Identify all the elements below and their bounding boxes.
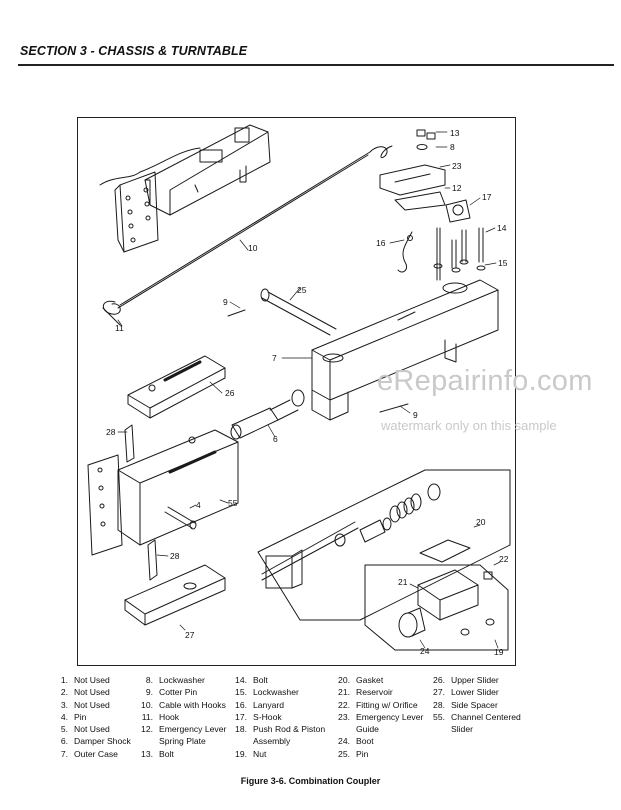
- legend-item: 6.Damper Shock: [60, 736, 131, 747]
- callout-55: 55: [228, 498, 238, 508]
- callout-10: 10: [248, 243, 258, 253]
- watermark-sub: watermark only on this sample: [381, 418, 557, 433]
- legend-item: 5.Not Used: [60, 724, 110, 735]
- legend-item: 23.Emergency Lever: [338, 711, 424, 722]
- outer-case: [311, 279, 499, 421]
- callout-17: 17: [482, 192, 492, 202]
- legend-item: 25.Pin: [338, 748, 369, 759]
- legend-item: 13.Bolt: [141, 748, 174, 759]
- callout-6: 6: [273, 434, 278, 444]
- legend-item: 19.Nut: [235, 748, 267, 759]
- callout-9-top: 9: [223, 297, 228, 307]
- reservoir-assembly: [364, 539, 509, 651]
- legend-item: 7.Outer Case: [60, 748, 118, 759]
- legend-item: 15.Lockwasher: [235, 687, 299, 698]
- legend-item: 28.Side Spacer: [433, 699, 498, 710]
- legend-item: 24.Boot: [338, 736, 374, 747]
- callout-15: 15: [498, 258, 508, 268]
- legend-item: 8.Lockwasher: [145, 675, 205, 685]
- legend-item: 21.Reservoir: [338, 687, 393, 698]
- callout-20: 20: [476, 517, 486, 527]
- channel-slider: [87, 429, 239, 556]
- legend-item: 12.Emergency Lever: [141, 724, 227, 735]
- legend-item: 22.Fitting w/ Orifice: [338, 699, 418, 710]
- callout-12: 12: [452, 183, 462, 193]
- legend-item-continued: Spring Plate: [159, 736, 206, 747]
- legend-item: 1.Not Used: [60, 675, 110, 685]
- legend-item: 11.Hook: [141, 711, 180, 722]
- legend-item: 3.Not Used: [60, 699, 110, 710]
- legend-column-2: 8.Lockwasher 9.Cotter Pin 10.Cable with …: [140, 674, 226, 760]
- legend-item: 9.Cotter Pin: [145, 687, 198, 698]
- cable-with-hooks: [102, 145, 393, 326]
- legend-item-continued: Guide: [356, 724, 379, 735]
- tow-bracket-assembly: [99, 124, 271, 253]
- callout-22: 22: [499, 554, 509, 564]
- watermark-main: eRepairinfo.com: [377, 365, 593, 397]
- legend-item-continued: Assembly: [253, 736, 291, 747]
- callout-7: 7: [272, 353, 277, 363]
- callout-14: 14: [497, 223, 507, 233]
- legend-item: 2.Not Used: [60, 687, 110, 698]
- push-rod-assembly: [257, 469, 511, 621]
- legend-item: 14.Bolt: [235, 675, 268, 685]
- legend-item: 10.Cable with Hooks: [141, 699, 226, 710]
- callout-28-bottom: 28: [170, 551, 180, 561]
- legend-item: 55.Channel Centered: [433, 711, 521, 722]
- callout-19: 19: [494, 647, 504, 657]
- figure-caption: Figure 3-6. Combination Coupler: [240, 776, 381, 786]
- callout-labels: 13 8 23 12 17 16 14 15 10 25 9 11 7 26 9…: [106, 128, 509, 657]
- legend-column-1: 1.Not Used 2.Not Used 3.Not Used 4.Pin 5…: [55, 674, 131, 760]
- section-title: SECTION 3 - CHASSIS & TURNTABLE: [20, 44, 248, 58]
- legend-column-3: 14.Bolt 15.Lockwasher 16.Lanyard 17.S-Ho…: [234, 674, 325, 760]
- legend-column-5: 26.Upper Slider 27.Lower Slider 28.Side …: [432, 674, 521, 735]
- legend-item: 4.Pin: [60, 711, 87, 722]
- side-spacers: [124, 424, 158, 581]
- legend-column-4: 20.Gasket 21.Reservoir 22.Fitting w/ Ori…: [337, 674, 423, 760]
- callout-21: 21: [398, 577, 408, 587]
- callout-9-mid: 9: [413, 410, 418, 420]
- legend-item: 20.Gasket: [338, 675, 384, 685]
- lower-slider: [124, 564, 226, 626]
- callout-24: 24: [420, 646, 430, 656]
- callout-8: 8: [450, 142, 455, 152]
- legend-item: 27.Lower Slider: [433, 687, 499, 698]
- callout-25: 25: [297, 285, 307, 295]
- damper-shock: [230, 389, 305, 440]
- legend-item: 26.Upper Slider: [433, 675, 499, 685]
- callout-16: 16: [376, 238, 386, 248]
- pin-25: [227, 288, 409, 413]
- callout-28-top: 28: [106, 427, 116, 437]
- legend-item: 17.S-Hook: [235, 711, 282, 722]
- leader-lines: [117, 131, 501, 649]
- callout-4: 4: [196, 500, 201, 510]
- callout-27: 27: [185, 630, 195, 640]
- callout-26: 26: [225, 388, 235, 398]
- header-rule: [18, 64, 614, 66]
- callout-13: 13: [450, 128, 460, 138]
- legend-item-continued: Slider: [451, 724, 473, 735]
- callout-23: 23: [452, 161, 462, 171]
- lever-parts: [379, 129, 486, 281]
- legend-item: 16.Lanyard: [235, 699, 285, 710]
- upper-slider: [127, 355, 226, 419]
- figure-frame: [77, 117, 516, 666]
- legend-item: 18.Push Rod & Piston: [235, 724, 326, 735]
- callout-11: 11: [115, 323, 124, 333]
- pin-4: [164, 506, 197, 530]
